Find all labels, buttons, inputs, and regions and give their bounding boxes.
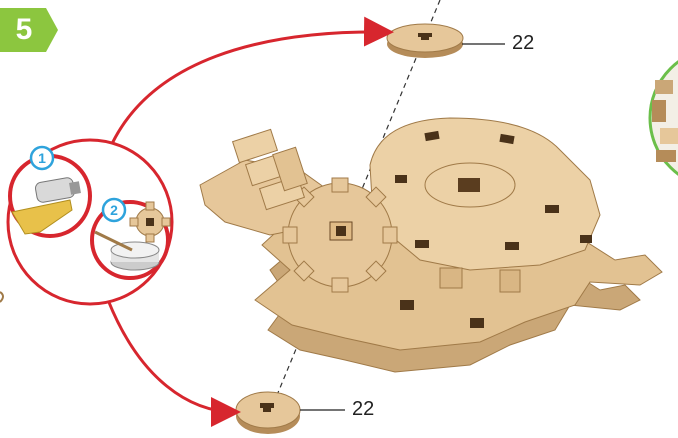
arrow-to-bottom-part [108, 300, 235, 412]
wooden-assembly-icon [200, 118, 662, 372]
arrow-to-top-part [110, 32, 388, 148]
detail-inset-circle [650, 48, 678, 188]
part-label-top: 22 [512, 32, 534, 55]
washer-part-top-icon [387, 24, 505, 58]
part-label-bottom: 22 [352, 398, 374, 421]
edge-fragment-icon [0, 292, 3, 302]
glue-instruction-circle: 1 2 [8, 140, 172, 304]
substep-1-number: 1 [38, 150, 46, 166]
washer-part-bottom-icon [236, 392, 345, 434]
substep-2-number: 2 [110, 202, 118, 218]
